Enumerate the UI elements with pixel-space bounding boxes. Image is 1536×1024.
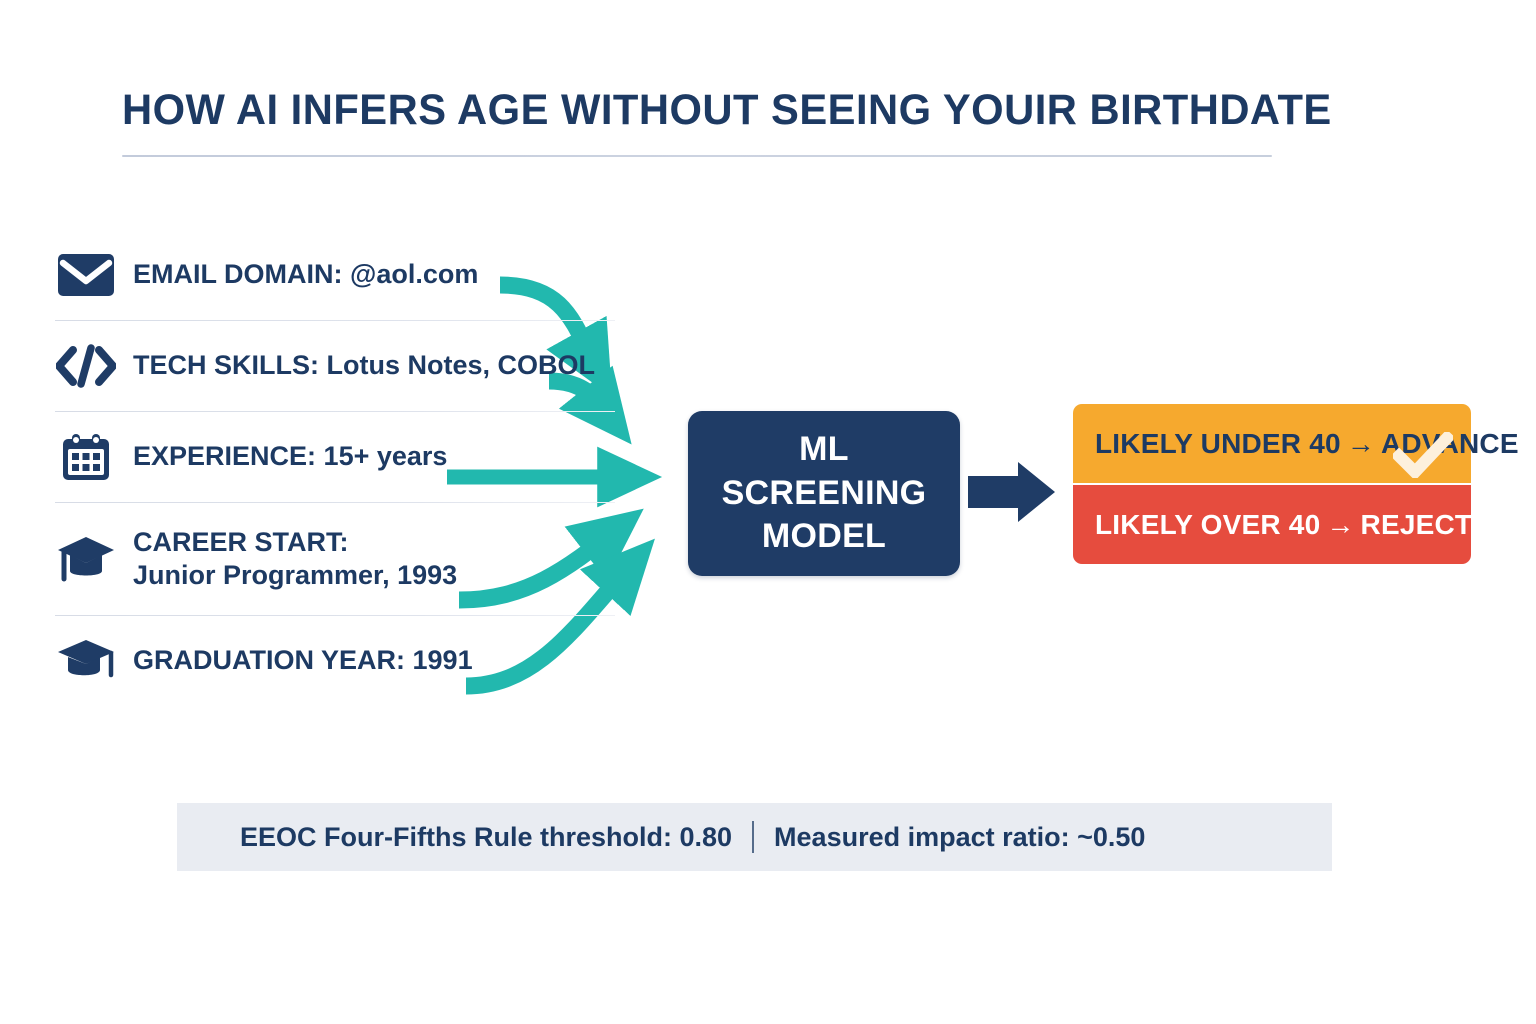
title-block: HOW AI INFERS AGE WITHOUT SEEING YOUIR B… [122,86,1332,157]
arrow-model-to-outcomes [968,462,1055,522]
outcome-advance-condition: LIKELY UNDER 40 [1095,427,1341,459]
signal-value: Junior Programmer, 1993 [133,560,458,590]
right-arrow-icon: → [1346,427,1375,459]
signal-value: 15+ years [323,441,448,472]
x-icon [1484,501,1526,548]
ml-box-line-3: MODEL [761,517,887,556]
signal-text-email-domain: EMAIL DOMAIN: @aol.com [133,259,478,290]
outcome-reject-label: LIKELY OVER 40→REJECT [1095,509,1472,541]
signal-label: GRADUATION YEAR: [133,645,413,676]
list-divider-2 [55,411,615,412]
ml-box-line-2: SCREENING [721,473,927,512]
measured-impact-ratio-text: Measured impact ratio: ~0.50 [774,821,1146,852]
signal-value: @aol.com [350,259,479,290]
footer-separator [752,821,755,853]
list-divider-4 [55,615,615,616]
signal-text-career-start: CAREER START: Junior Programmer, 1993 [133,526,457,592]
calendar-icon [55,431,117,483]
signal-label: EMAIL DOMAIN: [133,259,350,290]
ml-box-line-1: ML [799,430,849,469]
compliance-stat-bar: EEOC Four-Fifths Rule threshold: 0.80 Me… [177,803,1332,871]
signal-label: EXPERIENCE: [133,441,324,472]
graduation-cap-tilted-icon [55,533,117,585]
title-underline-rule [122,155,1272,157]
right-arrow-icon: → [1326,508,1355,540]
signal-row-career-start[interactable]: CAREER START: Junior Programmer, 1993 [55,511,615,607]
outcome-reject-condition: LIKELY OVER 40 [1095,508,1321,540]
compliance-stat-inner: EEOC Four-Fifths Rule threshold: 0.80 Me… [240,821,1145,853]
outcome-advance[interactable]: LIKELY UNDER 40→ADVANCE [1073,404,1519,483]
graduation-cap-icon [55,635,117,687]
eeoc-threshold-text: EEOC Four-Fifths Rule threshold: 0.80 [240,821,733,852]
signal-label: TECH SKILLS: [133,350,327,381]
signal-value: 1991 [412,645,473,676]
list-divider-3 [55,502,615,503]
signal-row-tech-skills[interactable]: TECH SKILLS: Lotus Notes, COBOL [55,329,615,403]
code-brackets-icon [55,340,117,392]
signal-row-email-domain[interactable]: EMAIL DOMAIN: @aol.com [55,238,615,312]
outcome-advance-label: LIKELY UNDER 40→ADVANCE [1095,428,1519,460]
page-title: HOW AI INFERS AGE WITHOUT SEEING YOUIR B… [122,86,1332,134]
envelope-icon [55,249,117,301]
signal-row-graduation-year[interactable]: GRADUATION YEAR: 1991 [55,624,615,698]
signal-text-experience: EXPERIENCE: 15+ years [133,441,447,472]
ml-screening-model-box[interactable]: ML SCREENING MODEL [688,411,960,576]
signal-text-tech-skills: TECH SKILLS: Lotus Notes, COBOL [133,350,595,381]
signal-text-graduation-year: GRADUATION YEAR: 1991 [133,645,473,676]
signal-label: CAREER START: [133,527,349,558]
outcome-stack: LIKELY UNDER 40→ADVANCE LIKELY OVER 40→R… [1073,404,1525,564]
signal-value: Lotus Notes, COBOL [326,350,596,381]
signal-row-experience[interactable]: EXPERIENCE: 15+ years [55,420,615,494]
signal-list: EMAIL DOMAIN: @aol.com TECH SKILLS: Lotu… [55,238,615,698]
outcome-reject-action: REJECT [1360,508,1473,540]
list-divider-1 [55,320,615,321]
check-icon [1390,429,1456,483]
outcome-reject[interactable]: LIKELY OVER 40→REJECT [1073,485,1525,564]
